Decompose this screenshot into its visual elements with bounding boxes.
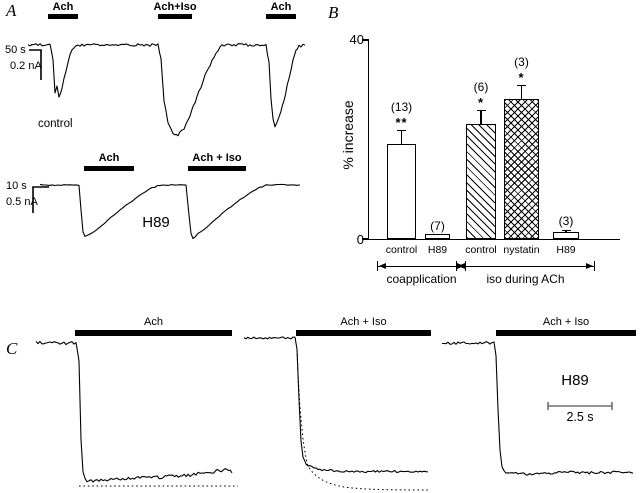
- application-label: Ach+Iso: [153, 1, 197, 13]
- application-bar: [496, 330, 636, 336]
- bracket-hline: [378, 265, 465, 267]
- bar-H89: [425, 234, 450, 239]
- group-bracket: [456, 261, 595, 272]
- bracket-arrow: [458, 262, 465, 269]
- application-label: Ach + Iso: [192, 152, 242, 164]
- condition-label: control: [38, 118, 73, 130]
- error-bar: [400, 130, 403, 145]
- application-bar: [296, 330, 431, 336]
- category-label: control: [465, 244, 497, 256]
- application-bar: [188, 166, 246, 171]
- trace-control: [27, 43, 306, 137]
- error-bar-cap: [476, 110, 486, 112]
- group-label: coapplication: [386, 272, 457, 286]
- category-label: control: [385, 244, 418, 256]
- application-bar: [158, 14, 192, 19]
- application-bar: [48, 14, 78, 19]
- bar-control: [466, 124, 496, 239]
- error-bar: [520, 85, 523, 100]
- bar-control: [387, 144, 416, 239]
- category-label: nystatin: [503, 244, 540, 256]
- significance-stars: **: [395, 115, 408, 130]
- y-tick-mark: [362, 238, 369, 240]
- n-count-label: (7): [430, 219, 445, 233]
- time-scale-label: 10 s: [6, 180, 27, 192]
- bracket-hline: [457, 265, 594, 267]
- scale-bar-bottom: [32, 186, 49, 213]
- significance-stars: *: [477, 95, 485, 110]
- n-count-label: (13): [390, 100, 413, 114]
- category-label: H89: [556, 244, 576, 256]
- current-scale-label: 0.2 nA: [10, 60, 42, 72]
- panel-b-label: B: [328, 3, 339, 22]
- time-scale-label: 2.5 s: [566, 410, 594, 424]
- bar-H89: [553, 231, 579, 239]
- trace-ach-iso-h89: [442, 341, 634, 476]
- group-bracket: [377, 261, 466, 272]
- bracket-tick: [593, 261, 595, 271]
- significance-stars: *: [518, 70, 525, 85]
- time-scale-bar: [547, 402, 613, 410]
- panel-c-label: C: [6, 339, 18, 358]
- application-label: Ach: [98, 152, 120, 164]
- bracket-tick: [456, 261, 458, 271]
- trace-h89: [39, 183, 301, 240]
- application-bar: [84, 166, 134, 171]
- n-count-label: (6): [473, 80, 489, 94]
- condition-label: H89: [561, 372, 589, 389]
- bar-chart: 40 0 **(13)control(7)H89*(6)control*(3)n…: [350, 32, 620, 286]
- application-label: Ach: [52, 1, 74, 13]
- bracket-arrow: [586, 262, 593, 269]
- bracket-arrow: [379, 262, 386, 269]
- error-bar-cap: [561, 230, 571, 232]
- application-label: Ach + Iso: [340, 316, 387, 328]
- panel-a-traces: [27, 43, 306, 240]
- application-label: Ach: [270, 1, 292, 13]
- condition-label: H89: [142, 214, 170, 231]
- application-label: Ach + Iso: [542, 316, 590, 328]
- error-bar-cap: [397, 130, 406, 132]
- error-bar-cap: [517, 85, 526, 87]
- panel-c-traces: [35, 336, 634, 491]
- group-label: iso during ACh: [486, 272, 565, 286]
- n-count-label: (3): [558, 214, 574, 228]
- trace-ach: [35, 340, 233, 483]
- y-axis-label: % increase: [340, 100, 356, 170]
- current-scale-label: 0.5 nA: [6, 196, 38, 208]
- application-bar: [266, 14, 296, 19]
- bar-nystatin: [504, 99, 539, 239]
- category-label: H89: [427, 244, 448, 256]
- y-tick-label: 0: [356, 232, 364, 247]
- error-bar: [480, 110, 482, 125]
- application-label: Ach: [144, 316, 163, 328]
- time-scale-label: 50 s: [5, 44, 26, 56]
- y-tick-mark: [362, 39, 369, 41]
- application-bar: [75, 330, 232, 336]
- bracket-tick: [377, 261, 379, 271]
- n-count-label: (3): [514, 55, 529, 69]
- trace-ach-iso: [243, 336, 429, 474]
- y-tick-label: 40: [349, 32, 364, 47]
- scale-bar-top: [29, 49, 42, 80]
- panel-a-label: A: [6, 1, 17, 20]
